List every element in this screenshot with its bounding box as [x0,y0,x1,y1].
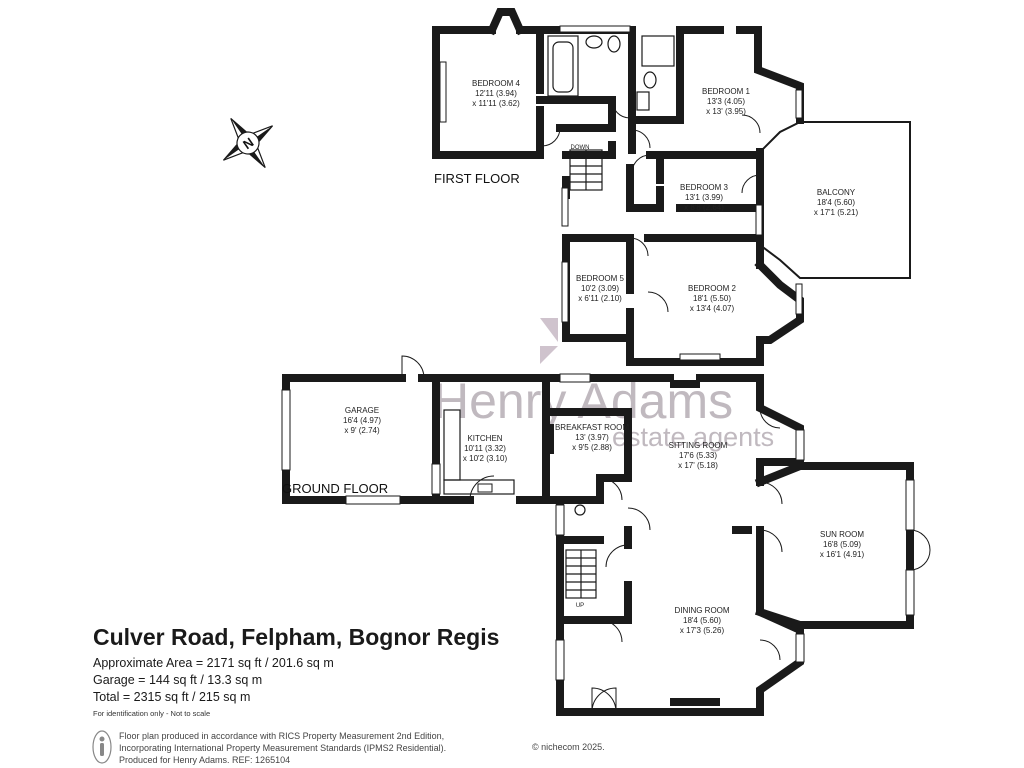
footer-line: Incorporating International Property Mea… [119,743,447,753]
room-bedroom-1: BEDROOM 1 13'3 (4.05) x 13' (3.95) [702,87,751,116]
footer-notes: Floor plan produced in accordance with R… [119,730,446,766]
identification-note: For identification only - Not to scale [93,709,211,718]
room-bedroom-5: BEDROOM 5 10'2 (3.09) x 6'11 (2.10) [576,274,625,303]
room-bedroom-3: BEDROOM 3 13'1 (3.99) x 8'8 (2.64) [680,183,729,212]
room-dim: x 10'2 (3.10) [463,454,508,463]
room-dim: 16'8 (5.09) [823,540,861,549]
first-floor-label: FIRST FLOOR [434,171,520,186]
room-dim: x 6'11 (2.10) [578,294,622,303]
room-name: SITTING ROOM [669,441,728,450]
footer-credit: © nichecom 2025. [532,742,605,752]
ground-floor-label: GROUND FLOOR [282,481,388,496]
room-name: KITCHEN [467,434,502,443]
room-name: BEDROOM 4 [472,79,521,88]
room-dim: 16'4 (4.97) [343,416,381,425]
room-kitchen: KITCHEN 10'11 (3.32) x 10'2 (3.10) [463,434,508,463]
room-bedroom-4: BEDROOM 4 12'11 (3.94) x 11'11 (3.62) [472,79,521,108]
room-name: GARAGE [345,406,379,415]
room-dim: x 16'1 (4.91) [820,550,865,559]
room-dim: 10'2 (3.09) [581,284,619,293]
room-dim: x 17'3 (5.26) [680,626,725,635]
room-dim: x 9' (2.74) [344,426,380,435]
stairs-up-label: UP [576,603,584,609]
property-title: Culver Road, Felpham, Bognor Regis [93,624,500,650]
room-dim: 13' (3.97) [575,433,609,442]
room-name: SUN ROOM [820,530,864,539]
room-dim: x 17' (5.18) [678,461,718,470]
room-dim: x 13'4 (4.07) [690,304,735,313]
person-info-icon [92,730,112,764]
room-name: BALCONY [817,188,856,197]
room-dim: 18'1 (5.50) [693,294,731,303]
room-name: BEDROOM 2 [688,284,737,293]
first-floor-plan [432,8,911,366]
room-sitting-room: SITTING ROOM 17'6 (5.33) x 17' (5.18) [669,441,728,470]
watermark-tagline: estate agents [612,422,774,452]
room-name: BEDROOM 5 [576,274,625,283]
room-name: BEDROOM 3 [680,183,729,192]
approximate-area: Approximate Area = 2171 sq ft / 201.6 sq… [93,656,334,670]
room-breakfast-room: BREAKFAST ROOM 13' (3.97) x 9'5 (2.88) [555,423,629,452]
room-dim: 17'6 (5.33) [679,451,717,460]
room-balcony: BALCONY 18'4 (5.60) x 17'1 (5.21) [814,188,859,217]
stairs-down-label: DOWN [571,145,590,151]
room-dim: 13'3 (4.05) [707,97,745,106]
room-name: DINING ROOM [674,606,729,615]
room-garage: GARAGE 16'4 (4.97) x 9' (2.74) [343,406,381,435]
compass-north-icon [222,117,274,169]
room-sun-room: SUN ROOM 16'8 (5.09) x 16'1 (4.91) [820,530,865,559]
room-dim: x 17'1 (5.21) [814,208,859,217]
room-dim: 12'11 (3.94) [475,89,517,98]
room-dim: x 13' (3.95) [706,107,746,116]
room-name: BREAKFAST ROOM [555,423,629,432]
ground-floor-stairs [565,549,597,599]
room-name: BEDROOM 1 [702,87,751,96]
footer-line: Floor plan produced in accordance with R… [119,731,445,741]
total-area: Total = 2315 sq ft / 215 sq m [93,690,251,704]
ground-floor-plan [281,355,931,716]
room-bedroom-2: BEDROOM 2 18'1 (5.50) x 13'4 (4.07) [688,284,737,313]
room-dim: 18'4 (5.60) [683,616,721,625]
first-floor-stairs [569,149,603,191]
room-dim: 13'1 (3.99) [685,193,723,202]
room-dim: x 8'8 (2.64) [684,203,724,212]
room-dim: x 11'11 (3.62) [472,99,520,108]
room-dim: 10'11 (3.32) [464,444,506,453]
room-dim: x 9'5 (2.88) [572,443,612,452]
footer-line: Produced for Henry Adams. REF: 1265104 [119,755,291,765]
garage-area: Garage = 144 sq ft / 13.3 sq m [93,673,263,687]
room-dining-room: DINING ROOM 18'4 (5.60) x 17'3 (5.26) [674,606,729,635]
room-dim: 18'4 (5.60) [817,198,855,207]
